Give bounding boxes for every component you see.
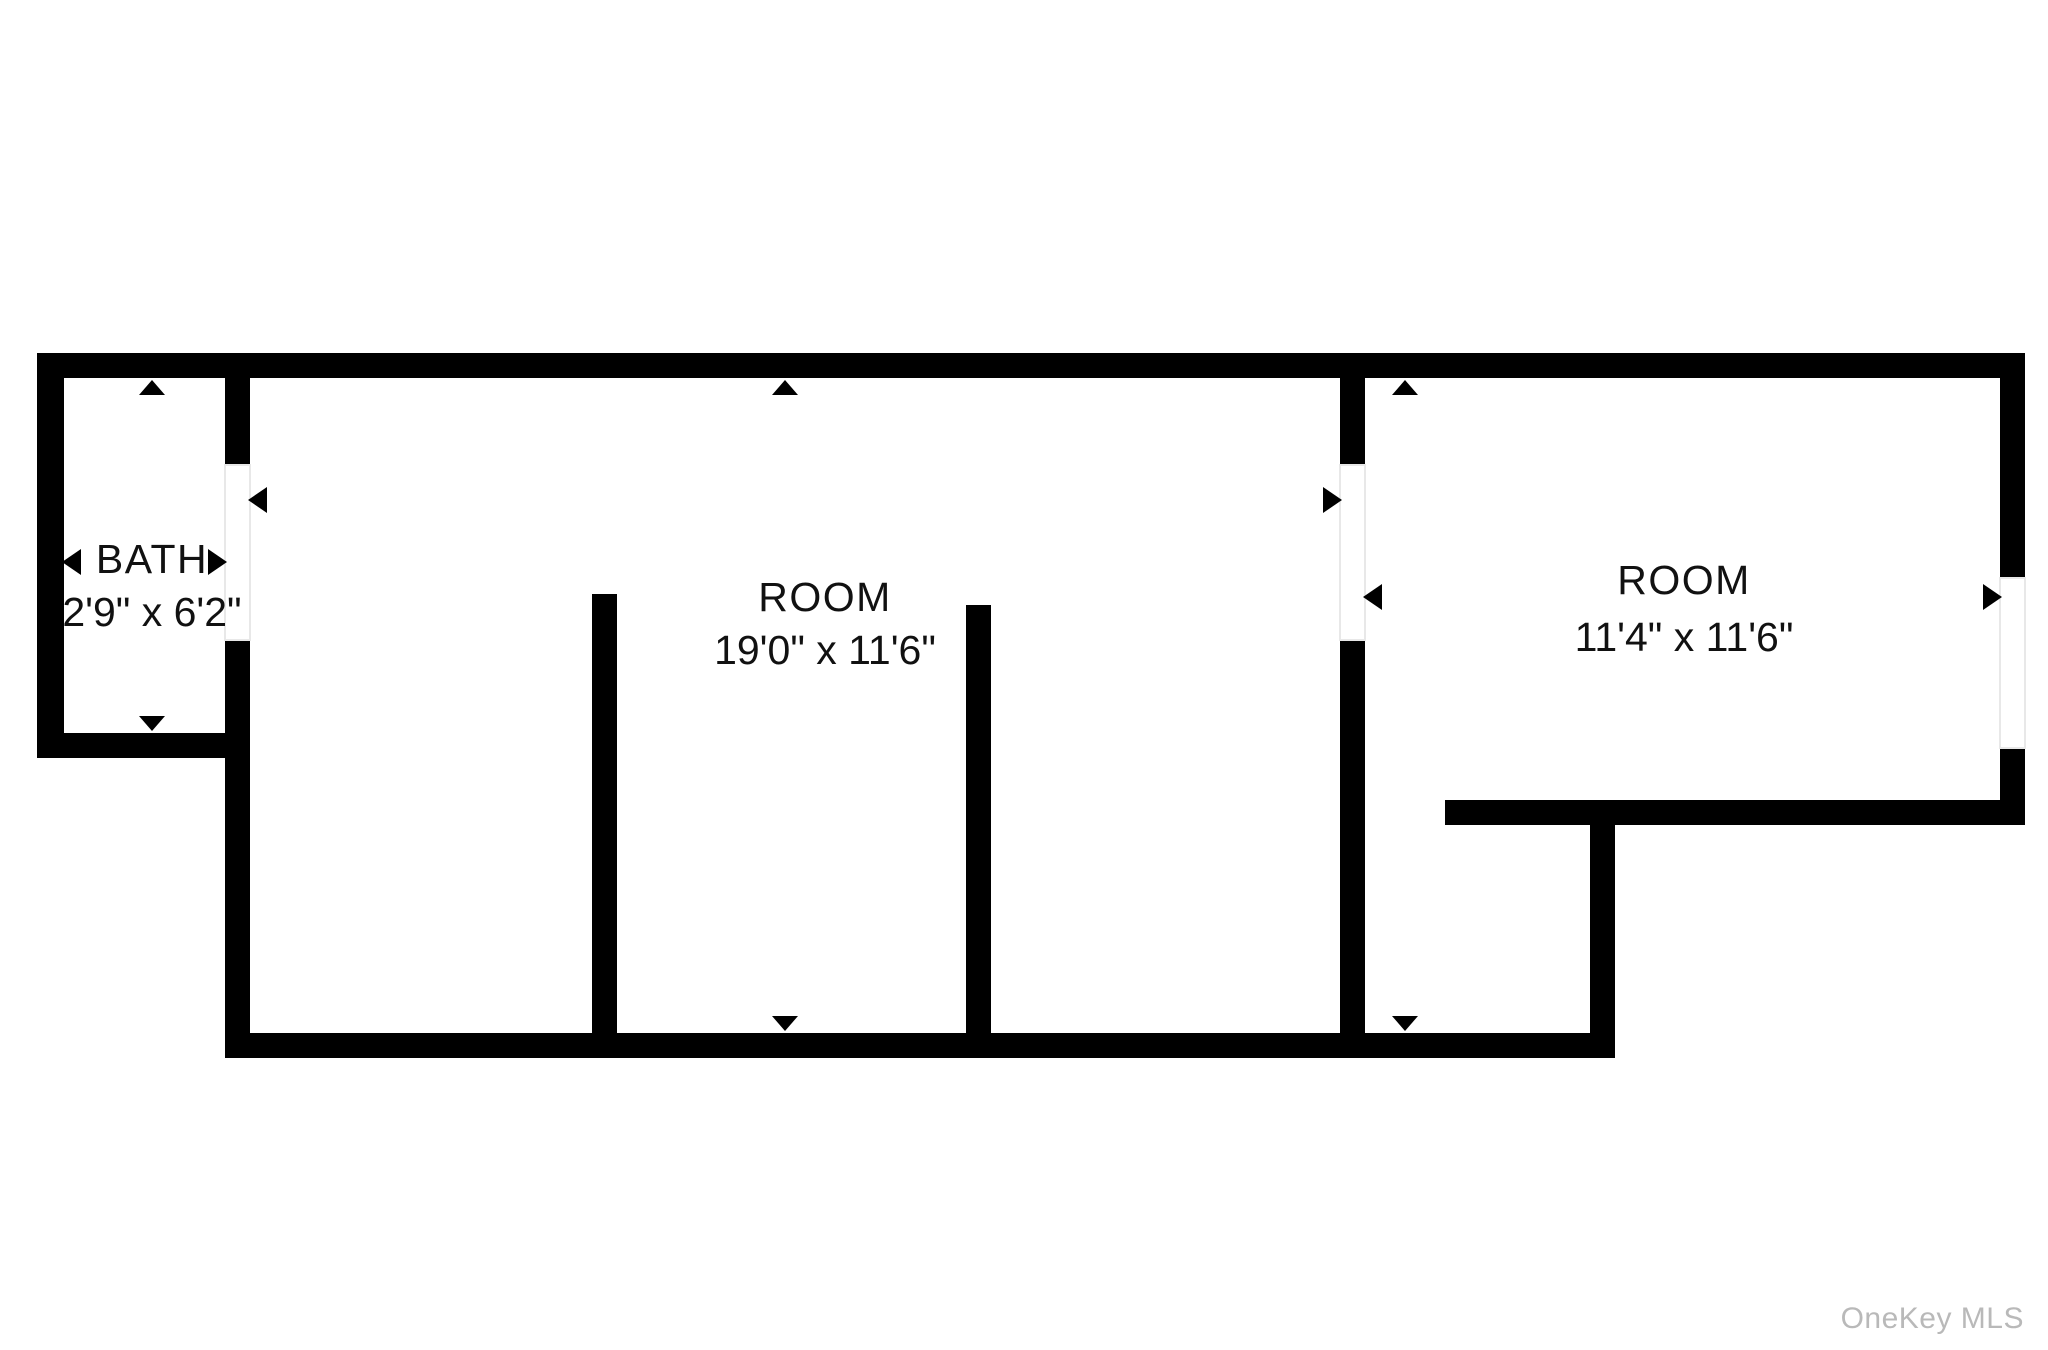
wall-exterior-bottom [225,1033,1615,1058]
wall-divider-upper [1340,353,1365,465]
wall-exterior-right-lower [2000,748,2025,825]
room-label-room-center: ROOM [758,574,892,620]
opening-door-center-right [1339,464,1366,641]
opening-door-exterior-right [1999,577,2026,749]
room-dimensions-room-center: 19'0" x 11'6" [714,627,936,673]
wall-partition-center-left [592,594,617,1034]
marker-marker-center-door-in [248,487,267,513]
room-dimensions-bath: 2'9" x 6'2" [62,589,241,635]
marker-marker-bath-bottom [139,716,165,731]
marker-marker-right-top [1392,380,1418,395]
wall-notch-horizontal [1445,800,2025,825]
wall-exterior-left-upper [37,353,64,758]
marker-marker-exterior-right [1983,584,2002,610]
dimension-markers-group [62,380,2002,1031]
wall-partition-center-right [966,605,991,1034]
wall-notch-vertical [1590,800,1615,1045]
marker-marker-divider-right [1323,487,1342,513]
wall-exterior-top [37,353,2025,378]
room-label-room-right: ROOM [1617,557,1751,603]
room-dimensions-room-right: 11'4" x 11'6" [1575,614,1794,660]
room-labels-group: BATH 2'9" x 6'2" ROOM 19'0" x 11'6" ROOM 11'4… [62,536,1793,673]
marker-marker-divider-left [1363,584,1382,610]
wall-bath-bottom [37,733,250,758]
wall-exterior-right-upper [2000,353,2025,578]
marker-marker-center-top [772,380,798,395]
door-openings-group [224,464,2026,749]
room-label-bath: BATH [96,536,208,582]
marker-marker-bath-right [208,549,227,575]
marker-marker-center-bottom [772,1016,798,1031]
wall-divider-lower [1340,640,1365,1034]
marker-marker-bath-top [139,380,165,395]
marker-marker-bath-left [62,549,81,575]
opening-door-bath [224,464,251,641]
marker-marker-right-bottom [1392,1016,1418,1031]
walls-group [37,353,2025,1058]
watermark-onekey-mls: OneKey MLS [1840,1302,2024,1335]
wall-bath-partition-upper [225,353,250,465]
wall-bath-partition-lower [225,640,250,1058]
